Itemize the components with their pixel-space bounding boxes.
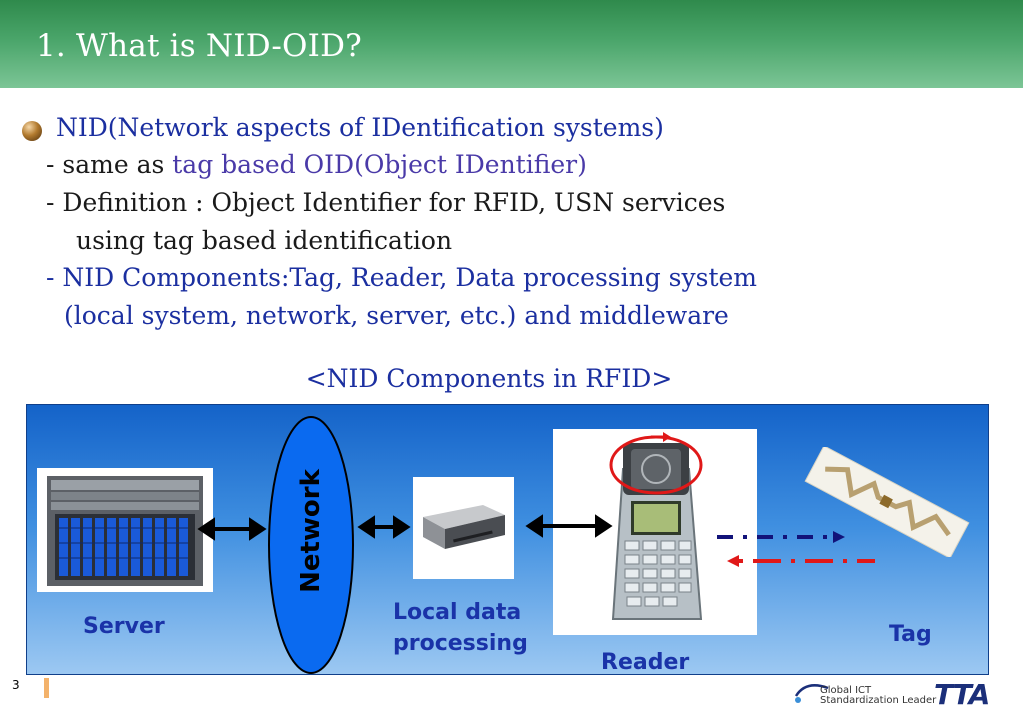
components-continuation: (local system, network, server, etc.) an… <box>64 301 729 330</box>
reader-to-tag-signal <box>717 531 845 543</box>
sub-bullet-same-as: - same as tag based OID(Object IDentifie… <box>46 150 587 179</box>
server-image <box>37 468 213 592</box>
same-as-prefix: - same as <box>46 150 173 179</box>
definition-continuation: using tag based identification <box>76 226 453 255</box>
page-number: 3 <box>12 678 20 692</box>
sub-bullet-components: - NID Components:Tag, Reader, Data proce… <box>46 263 758 292</box>
server-network-arrow <box>197 517 267 541</box>
footer-accent-bar <box>44 678 49 698</box>
local-data-label-line2: processing <box>393 631 528 656</box>
swoosh-icon <box>794 684 829 703</box>
server-label: Server <box>83 614 165 639</box>
tta-logo: Global ICT Standardization Leader TTA <box>786 676 1023 708</box>
rfid-components-diagram: Network <box>26 404 989 675</box>
title-bar: 1. What is NID-OID? <box>0 0 1023 88</box>
diagram-caption: <NID Components in RFID> <box>305 364 673 393</box>
same-as-highlight: tag based OID(Object IDentifier) <box>172 150 587 179</box>
network-local-arrow <box>357 515 411 539</box>
bullet-nid: NID(Network aspects of IDentification sy… <box>56 113 664 142</box>
logo-brand: TTA <box>934 678 990 708</box>
tag-label: Tag <box>889 622 932 647</box>
reader-label: Reader <box>601 650 690 675</box>
local-data-label-line1: Local data <box>393 600 522 625</box>
local-reader-arrow <box>525 514 613 538</box>
local-processing-image <box>413 477 514 579</box>
reader-image <box>553 429 757 635</box>
connector-arrows <box>197 514 875 567</box>
sub-bullet-definition: - Definition : Object Identifier for RFI… <box>46 188 726 217</box>
tag-to-reader-signal <box>727 555 875 567</box>
network-cloud: Network <box>266 414 356 677</box>
rfid-tag-image <box>797 445 977 559</box>
logo-line1: Global ICT <box>820 685 872 696</box>
bullet-icon <box>22 121 42 141</box>
logo-line2: Standardization Leader <box>820 695 937 706</box>
slide-title: 1. What is NID-OID? <box>36 28 362 64</box>
